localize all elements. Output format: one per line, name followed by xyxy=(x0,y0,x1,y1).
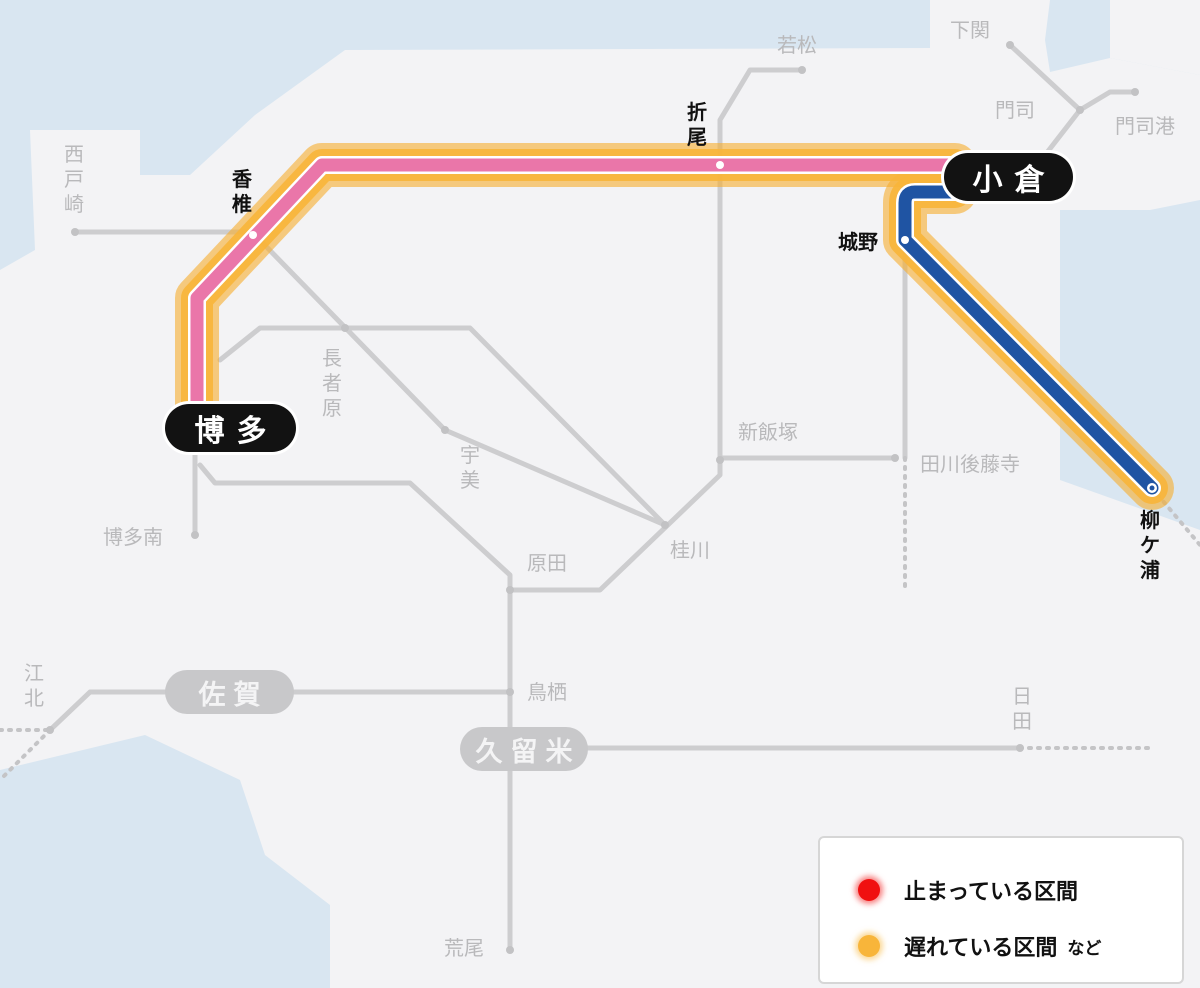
station-label-haruda: 原田 xyxy=(527,551,567,575)
dot-orio xyxy=(716,161,724,169)
station-label-hita: 日田 xyxy=(1012,684,1032,733)
station-label-umi: 宇美 xyxy=(460,443,480,492)
dot-umi xyxy=(441,426,449,434)
legend-stopped-label: 止まっている区間 xyxy=(904,880,1079,905)
dot-moji xyxy=(1076,106,1084,114)
station-label-orio: 折尾 xyxy=(687,100,707,149)
legend-row-delayed: 遅れている区間 など xyxy=(858,930,1101,962)
legend-delayed-swatch xyxy=(858,935,880,957)
dot-yanagigaura-center xyxy=(1149,485,1155,491)
station-label-keisen: 桂川 xyxy=(670,538,710,562)
line-kagoshima-south xyxy=(197,462,513,953)
line-nagasaki-dotted-south xyxy=(0,728,52,782)
dot-chojabaru xyxy=(341,324,349,332)
station-label-kashii: 香椎 xyxy=(232,167,252,216)
dot-keisen xyxy=(661,521,669,529)
dot-shimonoseki xyxy=(1006,41,1014,49)
station-label-mojiko: 門司港 xyxy=(1115,114,1175,138)
station-pill-saga-label: 佐賀 xyxy=(198,679,269,711)
legend-suffix: など xyxy=(1067,938,1102,959)
dot-wakamatsu xyxy=(798,66,806,74)
station-pill-hakata-label: 博多 xyxy=(194,414,279,449)
line-sasaguri xyxy=(217,325,668,528)
station-label-yanagigaura: 柳ケ浦 xyxy=(1140,508,1160,582)
other-lines xyxy=(0,41,1200,954)
dot-kohoku xyxy=(46,726,54,734)
dot-shiniizuka xyxy=(716,456,724,464)
station-pill-kurume[interactable]: 久留米 xyxy=(460,727,588,771)
station-pill-saga[interactable]: 佐賀 xyxy=(165,670,294,714)
station-label-shiniizuka: 新飯塚 xyxy=(738,420,798,444)
station-label-jono: 城野 xyxy=(838,230,878,254)
dot-hita xyxy=(1016,744,1024,752)
dot-kashii xyxy=(249,231,257,239)
station-label-tagawagotoji: 田川後藤寺 xyxy=(920,452,1020,476)
legend-stopped-swatch xyxy=(858,879,880,901)
station-label-arao: 荒尾 xyxy=(444,936,484,960)
station-label-shimonoseki: 下関 xyxy=(950,18,990,42)
dot-arao xyxy=(506,946,514,954)
station-pill-kokura[interactable]: 小倉 xyxy=(944,153,1073,201)
station-label-kohoku: 江北 xyxy=(24,661,44,710)
station-label-hakataminami: 博多南 xyxy=(103,525,163,549)
station-pill-kurume-label: 久留米 xyxy=(475,736,581,768)
station-label-saitozaki: 西戸崎 xyxy=(64,142,84,216)
dot-hakataminami xyxy=(191,531,199,539)
station-label-chojabaru: 長者原 xyxy=(322,346,342,420)
station-pill-kokura-label: 小倉 xyxy=(972,163,1057,198)
dot-mojiko xyxy=(1131,88,1139,96)
line-wakamatsu xyxy=(717,67,805,168)
dot-tosu xyxy=(506,688,514,696)
dot-jono xyxy=(901,236,909,244)
land-honshu xyxy=(930,0,1050,40)
dot-tagawagotoji xyxy=(891,454,899,462)
station-pill-hakata[interactable]: 博多 xyxy=(165,404,296,452)
line-chikuho-south xyxy=(507,457,723,593)
land-honshu-east xyxy=(1110,0,1200,75)
line-nagasaki xyxy=(47,689,513,733)
legend: 止まっている区間 遅れている区間 など xyxy=(818,836,1184,984)
legend-delayed-label: 遅れている区間 xyxy=(904,936,1058,961)
legend-row-stopped: 止まっている区間 xyxy=(858,874,1078,906)
kagoshima-main-line xyxy=(190,158,962,427)
main-lines xyxy=(188,156,1161,497)
land-kyushu xyxy=(0,40,1200,988)
nippo-main-line xyxy=(898,185,1159,495)
station-label-wakamatsu: 若松 xyxy=(777,33,817,57)
line-moji-shimonoseki xyxy=(1007,42,1138,113)
station-label-moji: 門司 xyxy=(995,98,1035,122)
dot-haruda xyxy=(506,586,514,594)
dot-saitozaki xyxy=(71,228,79,236)
station-label-tosu: 鳥栖 xyxy=(527,680,567,704)
